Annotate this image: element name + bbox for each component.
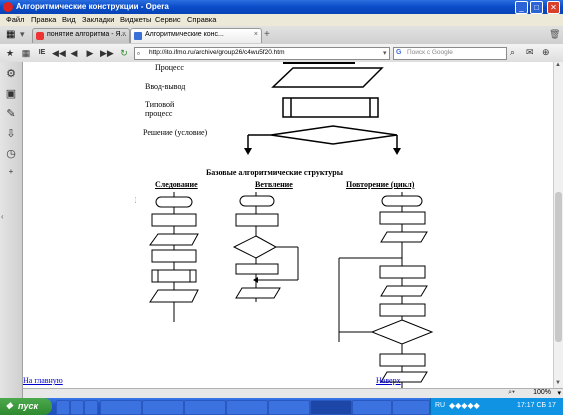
taskbar-item-2[interactable] (142, 400, 184, 415)
address-field[interactable]: ▫ http://ito.ifmo.ru/archive/group26/c4w… (134, 47, 390, 60)
taskbar-item-8[interactable] (392, 400, 430, 415)
clock[interactable]: 17:17 СБ 17 (517, 402, 556, 409)
taskbar-item-3[interactable] (184, 400, 226, 415)
sidebar-widgets-icon[interactable]: ▣ (5, 88, 17, 100)
close-button[interactable]: ✕ (547, 1, 560, 14)
search-placeholder: Поиск с Google (407, 49, 453, 56)
bookmark-star-icon[interactable]: ★ (5, 48, 15, 58)
window-title: Алгоритмические конструкции - Opera (16, 2, 169, 11)
search-input[interactable]: G Поиск с Google (393, 47, 507, 60)
menu-tools[interactable]: Сервис (155, 15, 181, 24)
branch-diagram (228, 192, 308, 302)
page-favicon-icon (134, 32, 142, 40)
back-icon[interactable]: ◀ (70, 48, 78, 58)
taskbar-item-7[interactable] (352, 400, 392, 415)
legend-shapes (244, 62, 401, 155)
navigation-bar: ★ ▦ IE ◀◀ ◀ ▶ ▶▶ ↻ ▫ http://ito.ifmo.ru/… (0, 44, 563, 63)
decision-shape (270, 125, 398, 145)
sequence-diagram (136, 192, 208, 322)
taskbar-item-5[interactable] (268, 400, 310, 415)
windows-logo-icon: ❖ (5, 401, 14, 411)
legend-typical-label-1: Типовой (145, 100, 175, 109)
zoom-level[interactable]: 100% (533, 389, 551, 396)
page-content: Процесс Ввод-вывод Типовой процесс Решен… (23, 62, 553, 388)
forward-icon[interactable]: ▶ (86, 48, 94, 58)
page-icon: ▫ (137, 49, 140, 58)
speed-dial-grid-icon[interactable]: ▦ (21, 48, 31, 58)
scroll-thumb[interactable] (555, 192, 562, 342)
menu-help[interactable]: Справка (187, 15, 217, 24)
start-label: пуск (18, 401, 39, 411)
vertical-scrollbar[interactable]: ▲ ▼ (553, 62, 563, 388)
tab-label: Алгоритмические конс... (145, 31, 224, 38)
taskbar-item-1[interactable] (100, 400, 142, 415)
tab-yandex[interactable]: понятие алгоритма - Я... × (32, 28, 130, 43)
legend-process-label: Процесс (155, 63, 184, 72)
column-title-branch: Ветвление (255, 180, 293, 189)
tab-algorithms[interactable]: Алгоритмические конс... × (130, 28, 262, 43)
system-tray: RU ◆◆◆◆◆ 17:17 СБ 17 (430, 398, 563, 415)
fast-forward-icon[interactable]: ▶▶ (100, 48, 114, 58)
menu-file[interactable]: Файл (6, 15, 25, 24)
speed-dial-icon[interactable]: ▦ (6, 29, 16, 40)
menu-view[interactable]: Вид (62, 15, 76, 24)
tab-close-icon[interactable]: × (253, 31, 258, 38)
search-icon[interactable]: ⌕ (510, 47, 516, 57)
ie-compat-icon[interactable]: IE (38, 49, 46, 56)
language-indicator[interactable]: RU (435, 402, 446, 409)
column-title-loop: Повторение (цикл) (346, 180, 415, 189)
menu-bookmarks[interactable]: Закладки (82, 15, 115, 24)
trash-icon[interactable]: 🗑 (549, 29, 561, 39)
scroll-up-icon[interactable]: ▲ (555, 62, 561, 68)
typical-process-shape (282, 97, 379, 118)
opera-logo-icon (3, 2, 13, 12)
sidebar-notes-icon[interactable]: ✎ (6, 108, 16, 120)
legend-typical-label-2: процесс (145, 109, 173, 118)
sidebar-bookmarks-icon[interactable]: ⚙ (6, 68, 16, 80)
taskbar-item-4[interactable] (226, 400, 268, 415)
maximize-button[interactable]: □ (530, 1, 543, 14)
column-title-sequence: Следование (155, 180, 198, 189)
quicklaunch-2-icon[interactable] (70, 400, 84, 415)
taskbar-item-opera[interactable] (310, 400, 352, 415)
up-link[interactable]: Наверх (376, 376, 401, 385)
unite-icon[interactable]: ⊕ (542, 47, 550, 57)
mail-icon[interactable]: ✉ (526, 47, 534, 57)
sidebar-transfers-icon[interactable]: ⇩ (6, 128, 16, 140)
menu-edit[interactable]: Правка (31, 15, 57, 24)
windows-taskbar: ❖ пуск RU ◆◆◆◆◆ 17:17 СБ 17 (0, 398, 563, 415)
sidebar-history-icon[interactable]: ◷ (6, 148, 16, 160)
address-url: http://ito.ifmo.ru/archive/group26/c4wu5… (149, 49, 285, 56)
reload-icon[interactable]: ↻ (120, 48, 128, 58)
address-dropdown-icon[interactable]: ▾ (383, 50, 387, 57)
legend-io-label: Ввод-вывод (145, 82, 186, 91)
title-bar: Алгоритмические конструкции - Opera _ □ … (0, 0, 563, 14)
rewind-icon[interactable]: ◀◀ (52, 48, 66, 58)
tab-close-icon[interactable]: × (121, 31, 126, 38)
zoom-dropdown-icon[interactable]: ▾ (557, 390, 561, 397)
io-shape (271, 67, 384, 88)
quicklaunch-1-icon[interactable] (56, 400, 70, 415)
quicklaunch-3-icon[interactable] (84, 400, 98, 415)
start-button[interactable]: ❖ пуск (0, 398, 52, 415)
menu-widgets[interactable]: Виджеты (120, 15, 152, 24)
loop-diagram (335, 192, 435, 388)
tab-bar: ▦ ▾ понятие алгоритма - Я... × Алгоритми… (0, 26, 563, 45)
home-link[interactable]: На главную (23, 376, 63, 385)
minimize-button[interactable]: _ (515, 1, 528, 14)
legend-decision-label: Решение (условие) (143, 128, 208, 137)
section-title: Базовые алгоритмические структуры (206, 168, 343, 177)
scroll-down-icon[interactable]: ▼ (555, 380, 561, 386)
zoom-icon[interactable]: ⌕▾ (508, 389, 515, 396)
status-bar: ⌕▾ 100% ▾ (23, 388, 563, 399)
sidebar-add-icon[interactable]: + (8, 167, 14, 176)
tray-icons[interactable]: ◆◆◆◆◆ (449, 401, 480, 410)
yandex-favicon-icon (36, 32, 44, 40)
google-icon: G (396, 49, 402, 56)
sidebar-collapse-icon[interactable]: ‹ (1, 212, 4, 221)
new-tab-icon[interactable]: + (264, 29, 270, 40)
tab-label: понятие алгоритма - Я... (47, 31, 127, 38)
sidebar-panel: ⚙ ▣ ✎ ⇩ ◷ + ‹ (0, 62, 23, 398)
tab-menu-icon[interactable]: ▾ (20, 29, 25, 39)
